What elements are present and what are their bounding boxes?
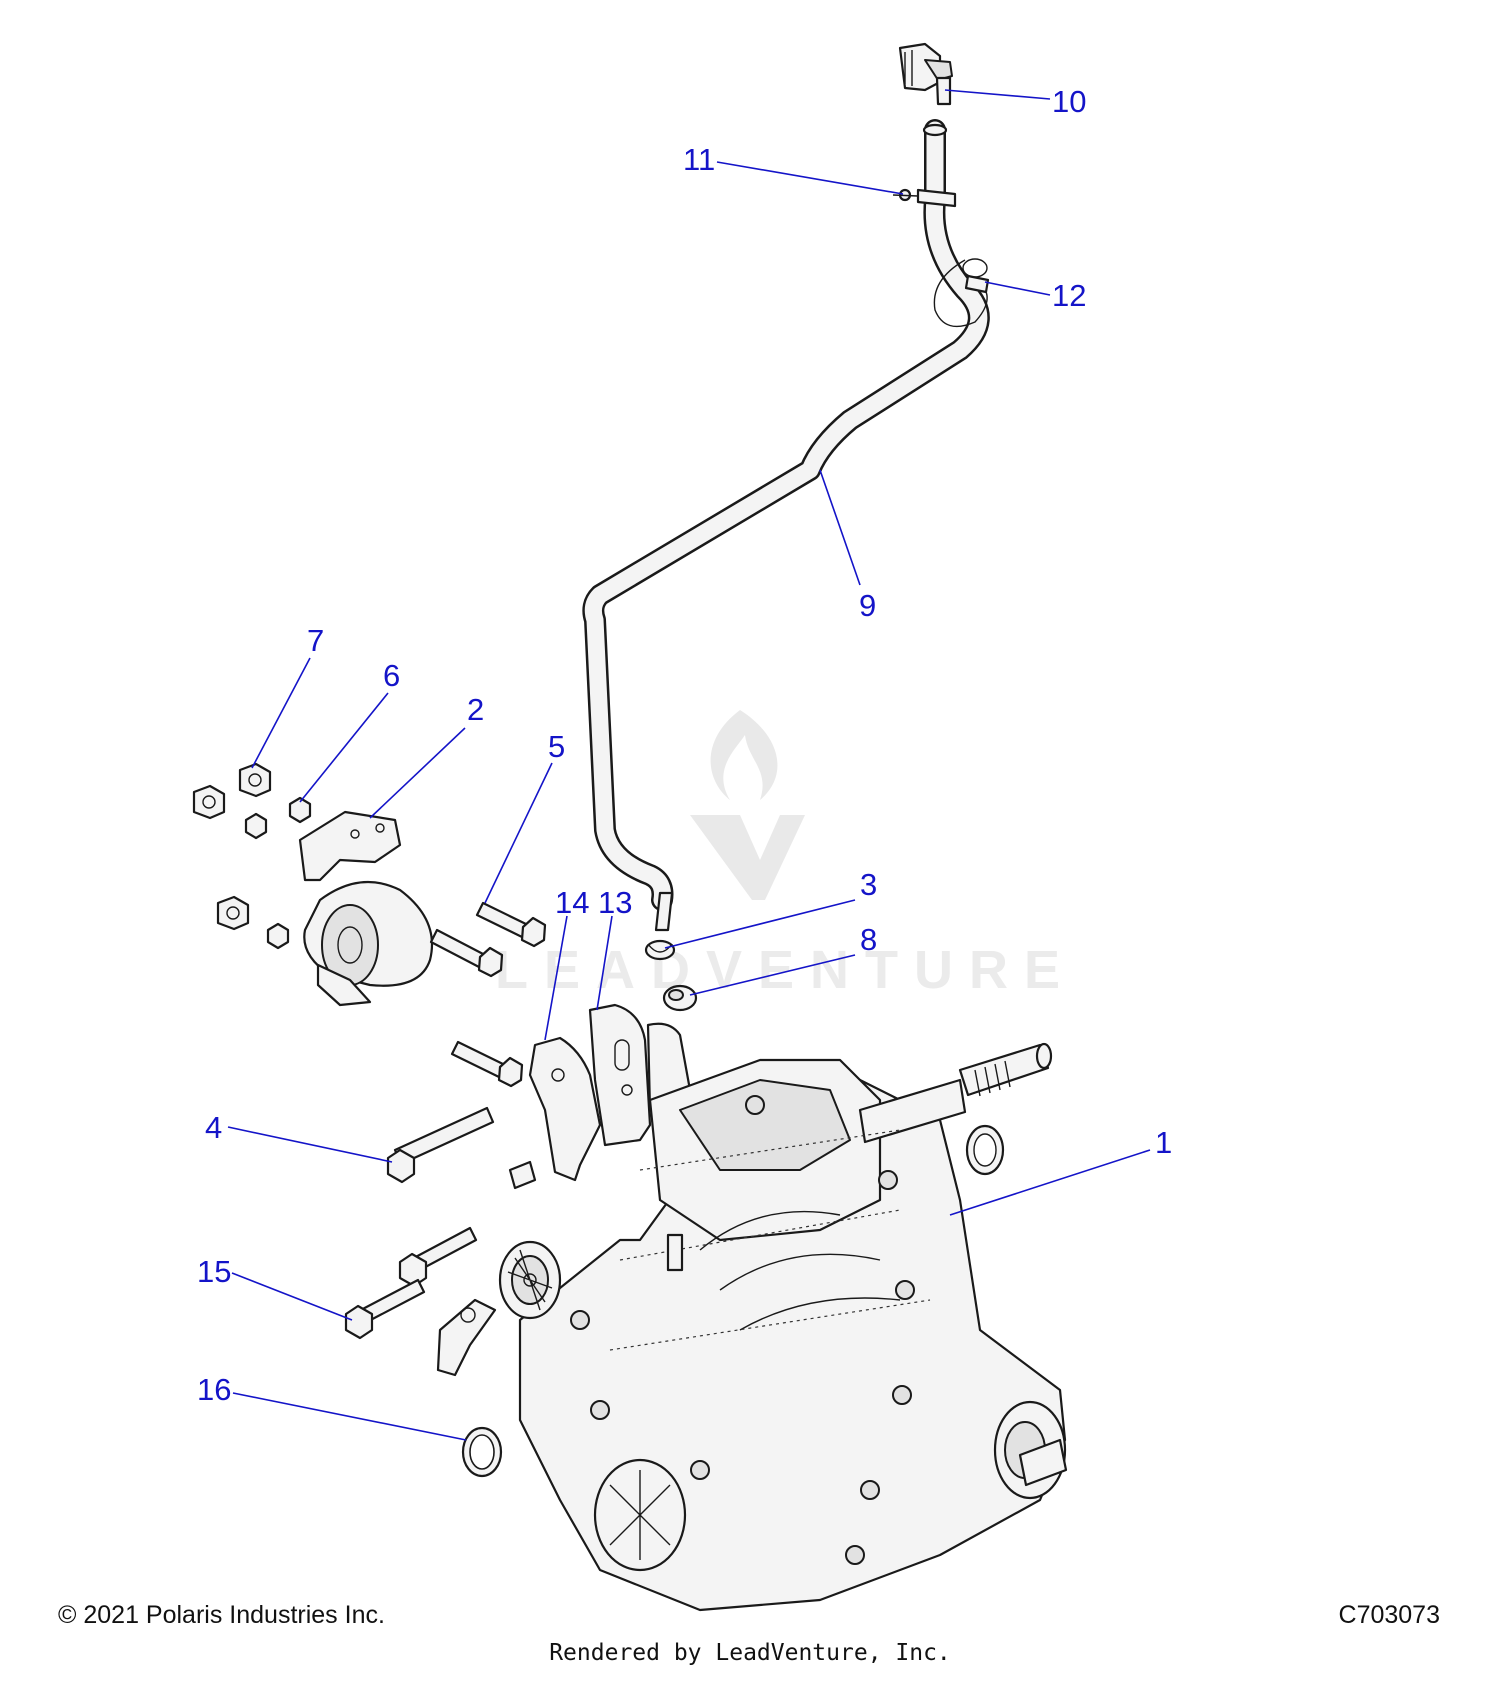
watermark-text: LEADVENTURE xyxy=(495,940,1076,1000)
leader-9 xyxy=(819,469,861,586)
part-16-o-ring xyxy=(461,1426,503,1478)
figure-code: C703073 xyxy=(1338,1601,1440,1629)
leader-11 xyxy=(716,161,904,195)
leader-16 xyxy=(232,1392,467,1441)
part-14-bracket xyxy=(528,1036,602,1182)
leader-14 xyxy=(544,915,568,1041)
watermark-v-icon xyxy=(690,815,805,900)
part-9-vent-hose xyxy=(582,119,990,932)
part-6-washers xyxy=(244,796,312,950)
part-1-transmission xyxy=(436,1042,1068,1612)
leader-8 xyxy=(689,954,856,996)
bracket-bolt xyxy=(450,1040,524,1088)
leader-13 xyxy=(596,915,613,1011)
leadventure-watermark: LEADVENTURE xyxy=(495,710,1076,1000)
callout-6: 6 xyxy=(383,658,400,693)
part-8-grommet xyxy=(662,984,698,1012)
callout-15: 15 xyxy=(197,1254,231,1289)
callout-9: 9 xyxy=(859,588,876,623)
callout-8: 8 xyxy=(860,922,877,957)
callout-11: 11 xyxy=(683,142,715,177)
callout-12: 12 xyxy=(1052,278,1086,313)
copyright-text: © 2021 Polaris Industries Inc. xyxy=(58,1601,385,1629)
callout-14: 14 xyxy=(555,885,589,920)
part-7-flange-nuts xyxy=(192,762,272,931)
part-11-clip xyxy=(892,188,957,208)
watermark-flame-icon xyxy=(710,710,778,800)
callout-4: 4 xyxy=(205,1110,222,1145)
actuator-motor xyxy=(498,1240,562,1320)
part-4-bolt xyxy=(386,1106,495,1184)
leader-12 xyxy=(984,281,1051,296)
leader-7 xyxy=(251,657,311,769)
callout-2: 2 xyxy=(467,692,484,727)
rendered-by-text: Rendered by LeadVenture, Inc. xyxy=(549,1640,951,1666)
leader-10 xyxy=(944,89,1051,100)
part-3-hose-clamp xyxy=(644,939,676,961)
leader-3 xyxy=(664,899,856,949)
part-15-bolts xyxy=(344,1226,478,1340)
leader-4 xyxy=(227,1126,393,1163)
part-2-engine-mount xyxy=(298,810,434,1007)
leader-lines xyxy=(227,89,1151,1441)
part-5-bolts xyxy=(429,901,547,978)
leader-1 xyxy=(949,1149,1151,1216)
callout-16: 16 xyxy=(197,1372,231,1407)
callout-10: 10 xyxy=(1052,84,1086,119)
part-10-connector xyxy=(898,42,953,106)
callout-5: 5 xyxy=(548,729,565,764)
callout-7: 7 xyxy=(307,623,324,658)
leader-5 xyxy=(484,762,553,904)
callout-numbers: 1 2 3 4 5 6 7 8 9 10 11 12 13 14 15 16 xyxy=(197,84,1172,1407)
callout-3: 3 xyxy=(860,867,877,902)
leader-2 xyxy=(369,727,466,819)
leader-15 xyxy=(231,1272,353,1321)
case-bolts xyxy=(570,1095,915,1565)
leader-6 xyxy=(299,692,389,803)
callout-1: 1 xyxy=(1155,1125,1172,1160)
callout-13: 13 xyxy=(598,885,632,920)
part-12-hose-clip xyxy=(933,258,990,328)
